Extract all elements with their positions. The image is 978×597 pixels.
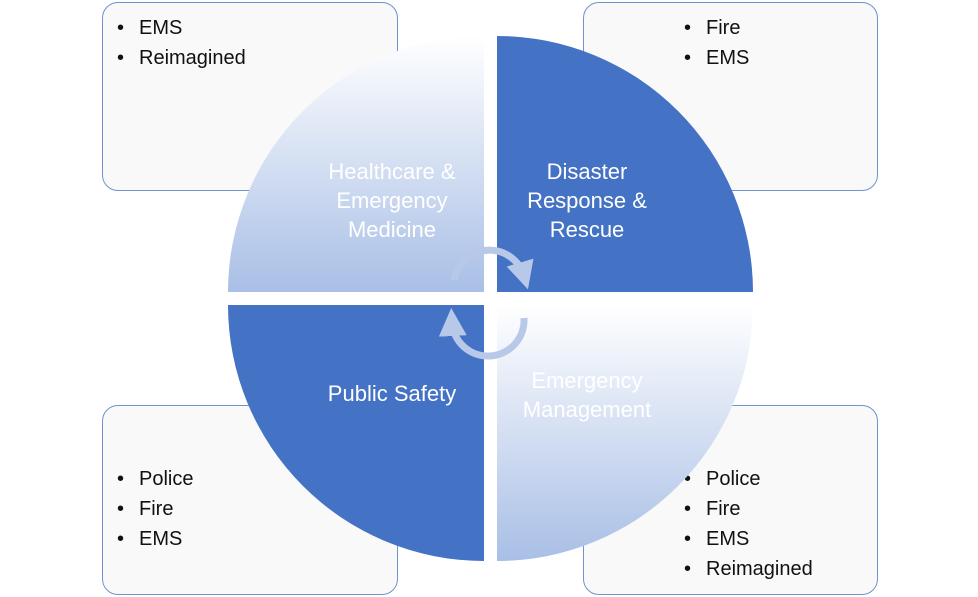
healthcare-quadrant-label: Healthcare & Emergency Medicine — [328, 159, 456, 242]
list-item: •Police — [117, 468, 194, 490]
bottom-left-bullet-list: •Police •Fire •EMS — [117, 464, 193, 554]
emergency-management-quadrant — [497, 305, 753, 561]
list-item: •Reimagined — [117, 47, 246, 69]
list-item: •Fire — [684, 498, 741, 520]
healthcare-quadrant — [228, 36, 484, 292]
clockwise-arrow-icon — [450, 246, 534, 290]
list-item: •Fire — [117, 498, 174, 520]
list-item: •EMS — [117, 17, 183, 39]
list-item: •Reimagined — [684, 558, 813, 580]
list-item: •EMS — [117, 528, 183, 550]
emergency-management-quadrant-label: Emergency Management — [522, 368, 652, 422]
public-safety-quadrant — [228, 305, 484, 561]
top-right-bullet-list: •Fire •EMS — [684, 13, 749, 73]
bottom-right-bullet-list: •Police •Fire •EMS •Reimagined — [684, 464, 813, 584]
disaster-response-quadrant-label: Disaster Response & Rescue — [527, 159, 647, 242]
public-safety-quadrant-label: Public Safety — [327, 381, 457, 406]
list-item: •Fire — [684, 17, 741, 39]
top-left-bullet-list: •EMS •Reimagined — [117, 13, 246, 73]
list-item: •Police — [684, 468, 761, 490]
disaster-response-quadrant — [497, 36, 753, 292]
list-item: •EMS — [684, 528, 750, 550]
list-item: •EMS — [684, 47, 750, 69]
clockwise-arrow-icon — [438, 308, 528, 360]
